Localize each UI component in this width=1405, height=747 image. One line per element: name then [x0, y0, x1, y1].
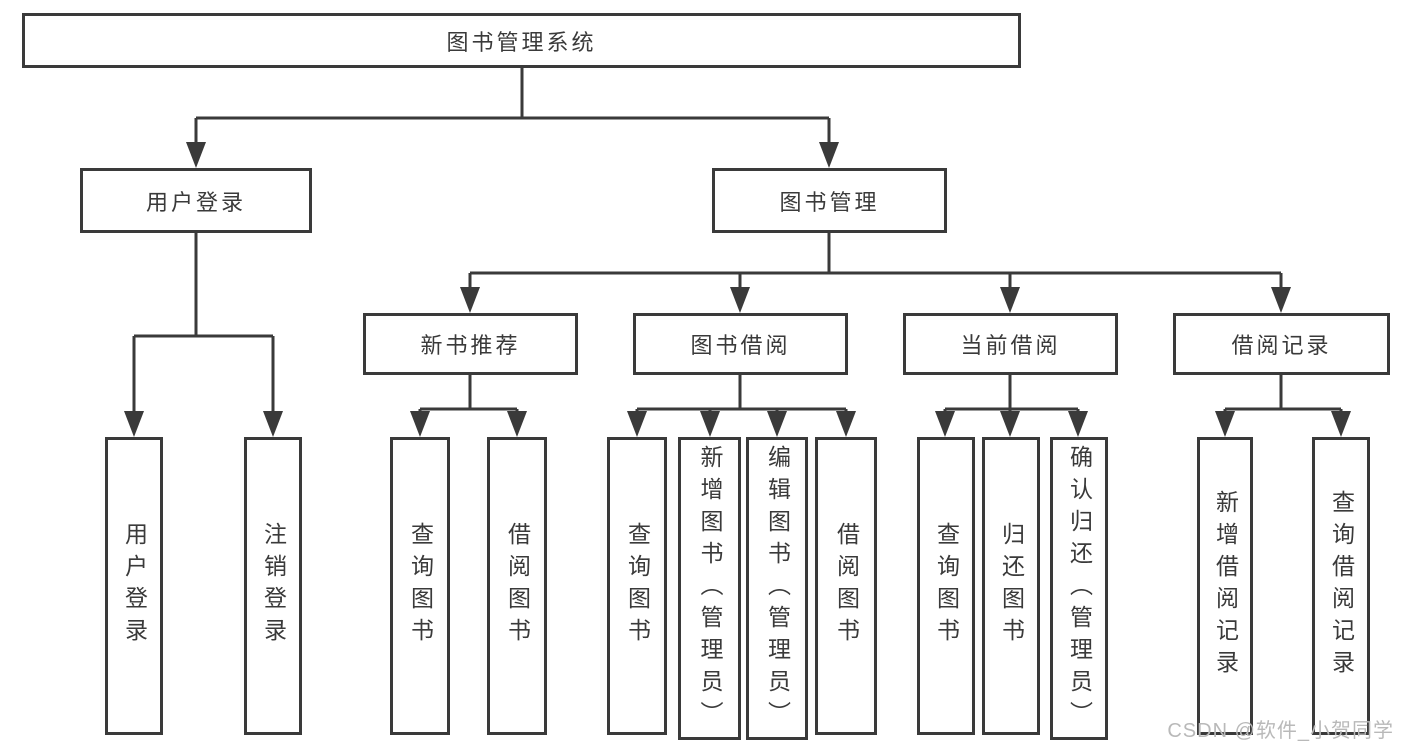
node-book-management: 图书管理	[712, 168, 947, 233]
leaf-query-books-borrow: 查询图书	[607, 437, 667, 735]
leaf-user-login: 用户登录	[105, 437, 163, 735]
leaf-logout: 注销登录	[244, 437, 302, 735]
arrowheads	[124, 142, 1351, 437]
node-new-book-recommendation: 新书推荐	[363, 313, 578, 375]
leaf-return-books: 归还图书	[982, 437, 1040, 735]
leaf-borrow-books-recommend: 借阅图书	[487, 437, 547, 735]
node-current-borrowing: 当前借阅	[903, 313, 1118, 375]
csdn-watermark: CSDN @软件_小贺同学	[1167, 720, 1394, 742]
node-user-login: 用户登录	[80, 168, 312, 233]
node-borrowing-records: 借阅记录	[1173, 313, 1390, 375]
node-library-management-system: 图书管理系统	[22, 13, 1021, 68]
leaf-query-books-current: 查询图书	[917, 437, 975, 735]
leaf-query-borrow-record: 查询借阅记录	[1312, 437, 1370, 735]
leaf-query-books-recommend: 查询图书	[390, 437, 450, 735]
node-book-borrowing: 图书借阅	[633, 313, 848, 375]
leaf-add-borrow-record: 新增借阅记录	[1197, 437, 1253, 735]
leaf-edit-books-admin: 编辑图书（管理员）	[746, 437, 808, 740]
leaf-borrow-books: 借阅图书	[815, 437, 877, 735]
leaf-confirm-return-admin: 确认归还（管理员）	[1050, 437, 1108, 740]
leaf-add-books-admin: 新增图书（管理员）	[678, 437, 741, 740]
